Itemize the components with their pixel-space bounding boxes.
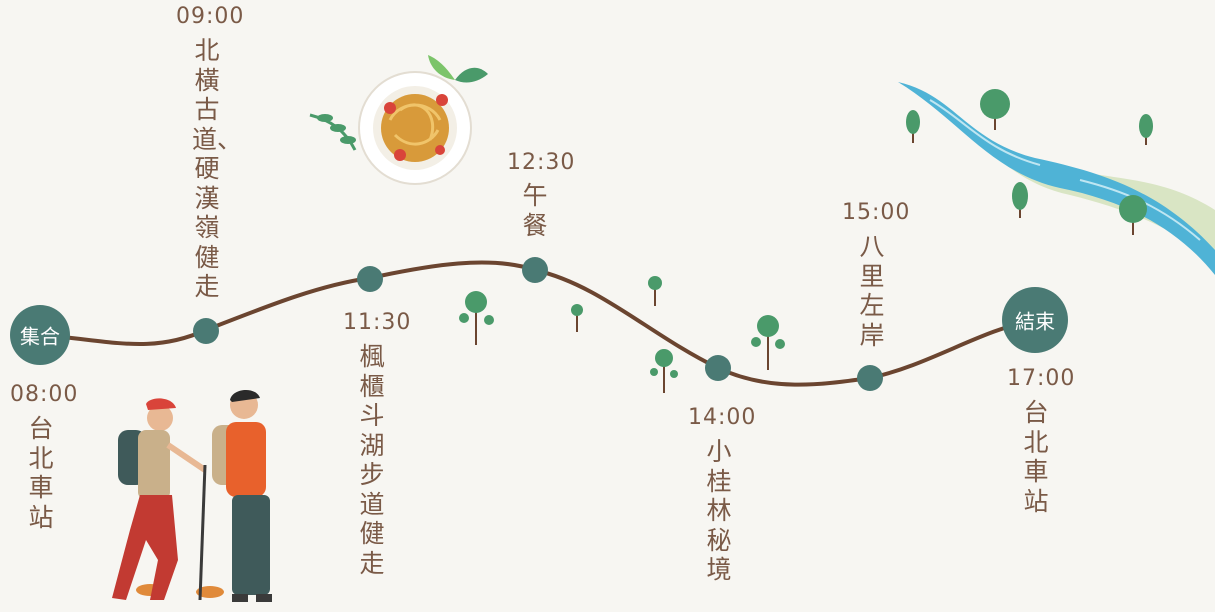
stop-time: 11:30	[343, 310, 412, 335]
start-time: 08:00	[10, 382, 79, 407]
start-badge: 集合	[20, 324, 60, 349]
stop-time: 09:00	[176, 4, 245, 29]
tree-icon	[648, 276, 662, 306]
stop-place: 北橫古道、硬漢嶺健走	[192, 36, 243, 301]
end-time: 17:00	[1007, 366, 1076, 391]
tree-icon	[1139, 114, 1153, 145]
tree-icon	[1119, 195, 1147, 235]
pasta-plate-illustration	[309, 55, 488, 185]
stop-node	[357, 266, 383, 292]
tree-icon	[1012, 182, 1028, 218]
end-place: 台北車站	[1023, 398, 1049, 516]
stop-place: 八里左岸	[859, 232, 885, 350]
stop-node	[522, 257, 548, 283]
stop-place: 小桂林秘境	[706, 437, 732, 584]
hikers-illustration	[112, 389, 272, 602]
tree-icon	[459, 291, 494, 345]
stop-node	[193, 318, 219, 344]
start-node	[10, 305, 70, 365]
end-badge: 結束	[1015, 309, 1055, 334]
start-place: 台北車站	[28, 414, 54, 532]
tree-icon	[980, 89, 1010, 130]
stop-node	[857, 365, 883, 391]
stop-place: 楓櫃斗湖步道健走	[359, 342, 385, 578]
river-illustration	[898, 82, 1215, 275]
route-nodes	[10, 257, 1068, 391]
stop-time: 12:30	[507, 150, 576, 175]
tree-icon	[650, 349, 678, 393]
tree-icon	[571, 304, 583, 332]
trees-illustration	[459, 89, 1153, 393]
tree-icon	[906, 110, 920, 143]
stop-time: 14:00	[688, 405, 757, 430]
stop-time: 15:00	[842, 200, 911, 225]
tree-icon	[751, 315, 785, 370]
end-node	[1002, 287, 1068, 353]
stop-place: 午餐	[522, 181, 548, 240]
stop-node	[705, 355, 731, 381]
